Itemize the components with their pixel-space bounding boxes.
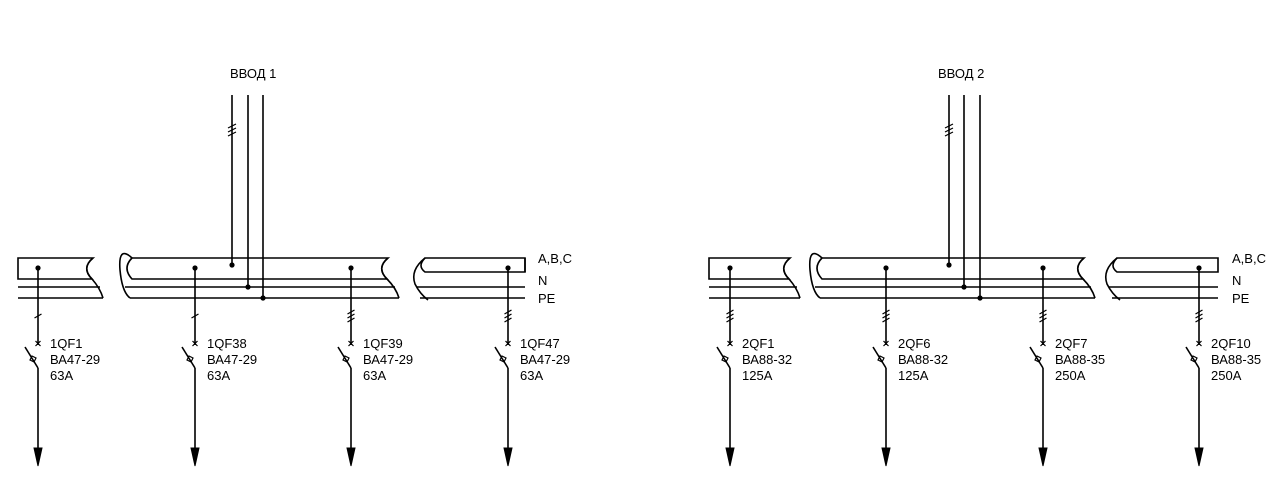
breaker-contact-mark: [727, 340, 733, 347]
input-1-group: ВВОД 1: [227, 66, 276, 301]
feeder-outgoing-arrow: [190, 447, 200, 467]
breaker-release-symbol: [29, 355, 37, 363]
breaker-contact-mark: [1196, 340, 1202, 347]
breaker-name: 2QF10: [1211, 336, 1251, 351]
feeder-outgoing-arrow: [346, 447, 356, 467]
breaker-rating: 250A: [1055, 368, 1086, 383]
breaker-name: 2QF7: [1055, 336, 1088, 351]
breaker-release-symbol: [342, 355, 350, 363]
breaker-contact-mark: [192, 340, 198, 347]
breaker-contact-mark: [348, 340, 354, 347]
bus-break-line: [380, 257, 400, 299]
bus-label-neutral: N: [1232, 273, 1241, 288]
breaker-type: ВА47-29: [363, 352, 413, 367]
feeder-phase-marks: [882, 309, 890, 323]
feeder-outgoing-arrow: [1194, 447, 1204, 467]
breaker-rating: 63A: [363, 368, 386, 383]
breaker-type: ВА88-32: [742, 352, 792, 367]
bus-label-phase: A,B,C: [1232, 251, 1266, 266]
breaker-rating: 250A: [1211, 368, 1242, 383]
breaker-contact-mark: [883, 340, 889, 347]
feeder-phase-marks: [347, 309, 355, 323]
feeder-phase-marks: [1195, 309, 1203, 323]
input-2-label: ВВОД 2: [938, 66, 984, 81]
phase-busbar-segment: [708, 257, 793, 280]
input-2-three-phase-marks: [944, 123, 954, 137]
breaker-type: ВА88-32: [898, 352, 948, 367]
phase-busbar-segment: [17, 257, 96, 280]
breaker-contact-mark: [35, 340, 41, 347]
breaker-rating: 63A: [50, 368, 73, 383]
bus-break-line: [118, 252, 133, 299]
breaker-type: ВА47-29: [50, 352, 100, 367]
breaker-rating: 63A: [207, 368, 230, 383]
breaker-name: 2QF6: [898, 336, 931, 351]
bus-break-line: [1104, 257, 1121, 301]
feeder-phase-marks: [34, 313, 42, 319]
bus-label-neutral: N: [538, 273, 547, 288]
breaker-name: 1QF1: [50, 336, 83, 351]
phase-busbar-segment: [1112, 257, 1219, 273]
busbar-section-1: A,B,C N PE: [17, 251, 572, 306]
bus-break-line: [85, 257, 104, 299]
breaker-name: 1QF38: [207, 336, 247, 351]
breaker-type: ВА88-35: [1055, 352, 1105, 367]
bus-break-line: [1076, 257, 1096, 299]
input-1-three-phase-marks: [227, 123, 237, 137]
busbar-section-2: A,B,C N PE: [708, 251, 1266, 306]
feeder-outgoing-arrow: [1038, 447, 1048, 467]
input-2-group: ВВОД 2: [938, 66, 984, 301]
feeder-phase-marks: [726, 309, 734, 323]
bus-break-line: [412, 257, 429, 301]
feeder-phase-marks: [191, 313, 199, 319]
breaker-name: 2QF1: [742, 336, 775, 351]
breaker-rating: 125A: [898, 368, 929, 383]
breaker-name: 1QF47: [520, 336, 560, 351]
feeder-outgoing-arrow: [33, 447, 43, 467]
bus-label-phase: A,B,C: [538, 251, 572, 266]
bus-label-pe: PE: [538, 291, 556, 306]
bus-break-line: [808, 252, 823, 299]
breaker-rating: 63A: [520, 368, 543, 383]
feeder-outgoing-arrow: [725, 447, 735, 467]
breaker-release-symbol: [1034, 355, 1042, 363]
breaker-release-symbol: [1190, 355, 1198, 363]
breaker-release-symbol: [721, 355, 729, 363]
feeder-phase-marks: [504, 309, 512, 323]
breaker-name: 1QF39: [363, 336, 403, 351]
breaker-type: ВА47-29: [207, 352, 257, 367]
breaker-type: ВА47-29: [520, 352, 570, 367]
breaker-rating: 125A: [742, 368, 773, 383]
breaker-release-symbol: [877, 355, 885, 363]
input-1-label: ВВОД 1: [230, 66, 276, 81]
breaker-type: ВА88-35: [1211, 352, 1261, 367]
bus-break-line: [782, 257, 801, 299]
bus-label-pe: PE: [1232, 291, 1250, 306]
feeder-outgoing-arrow: [503, 447, 513, 467]
breaker-contact-mark: [1040, 340, 1046, 347]
input-2-phase-junction: [946, 262, 952, 268]
breaker-release-symbol: [499, 355, 507, 363]
feeder-phase-marks: [1039, 309, 1047, 323]
breaker-release-symbol: [186, 355, 194, 363]
breaker-contact-mark: [505, 340, 511, 347]
feeder-outgoing-arrow: [881, 447, 891, 467]
input-1-phase-junction: [229, 262, 235, 268]
